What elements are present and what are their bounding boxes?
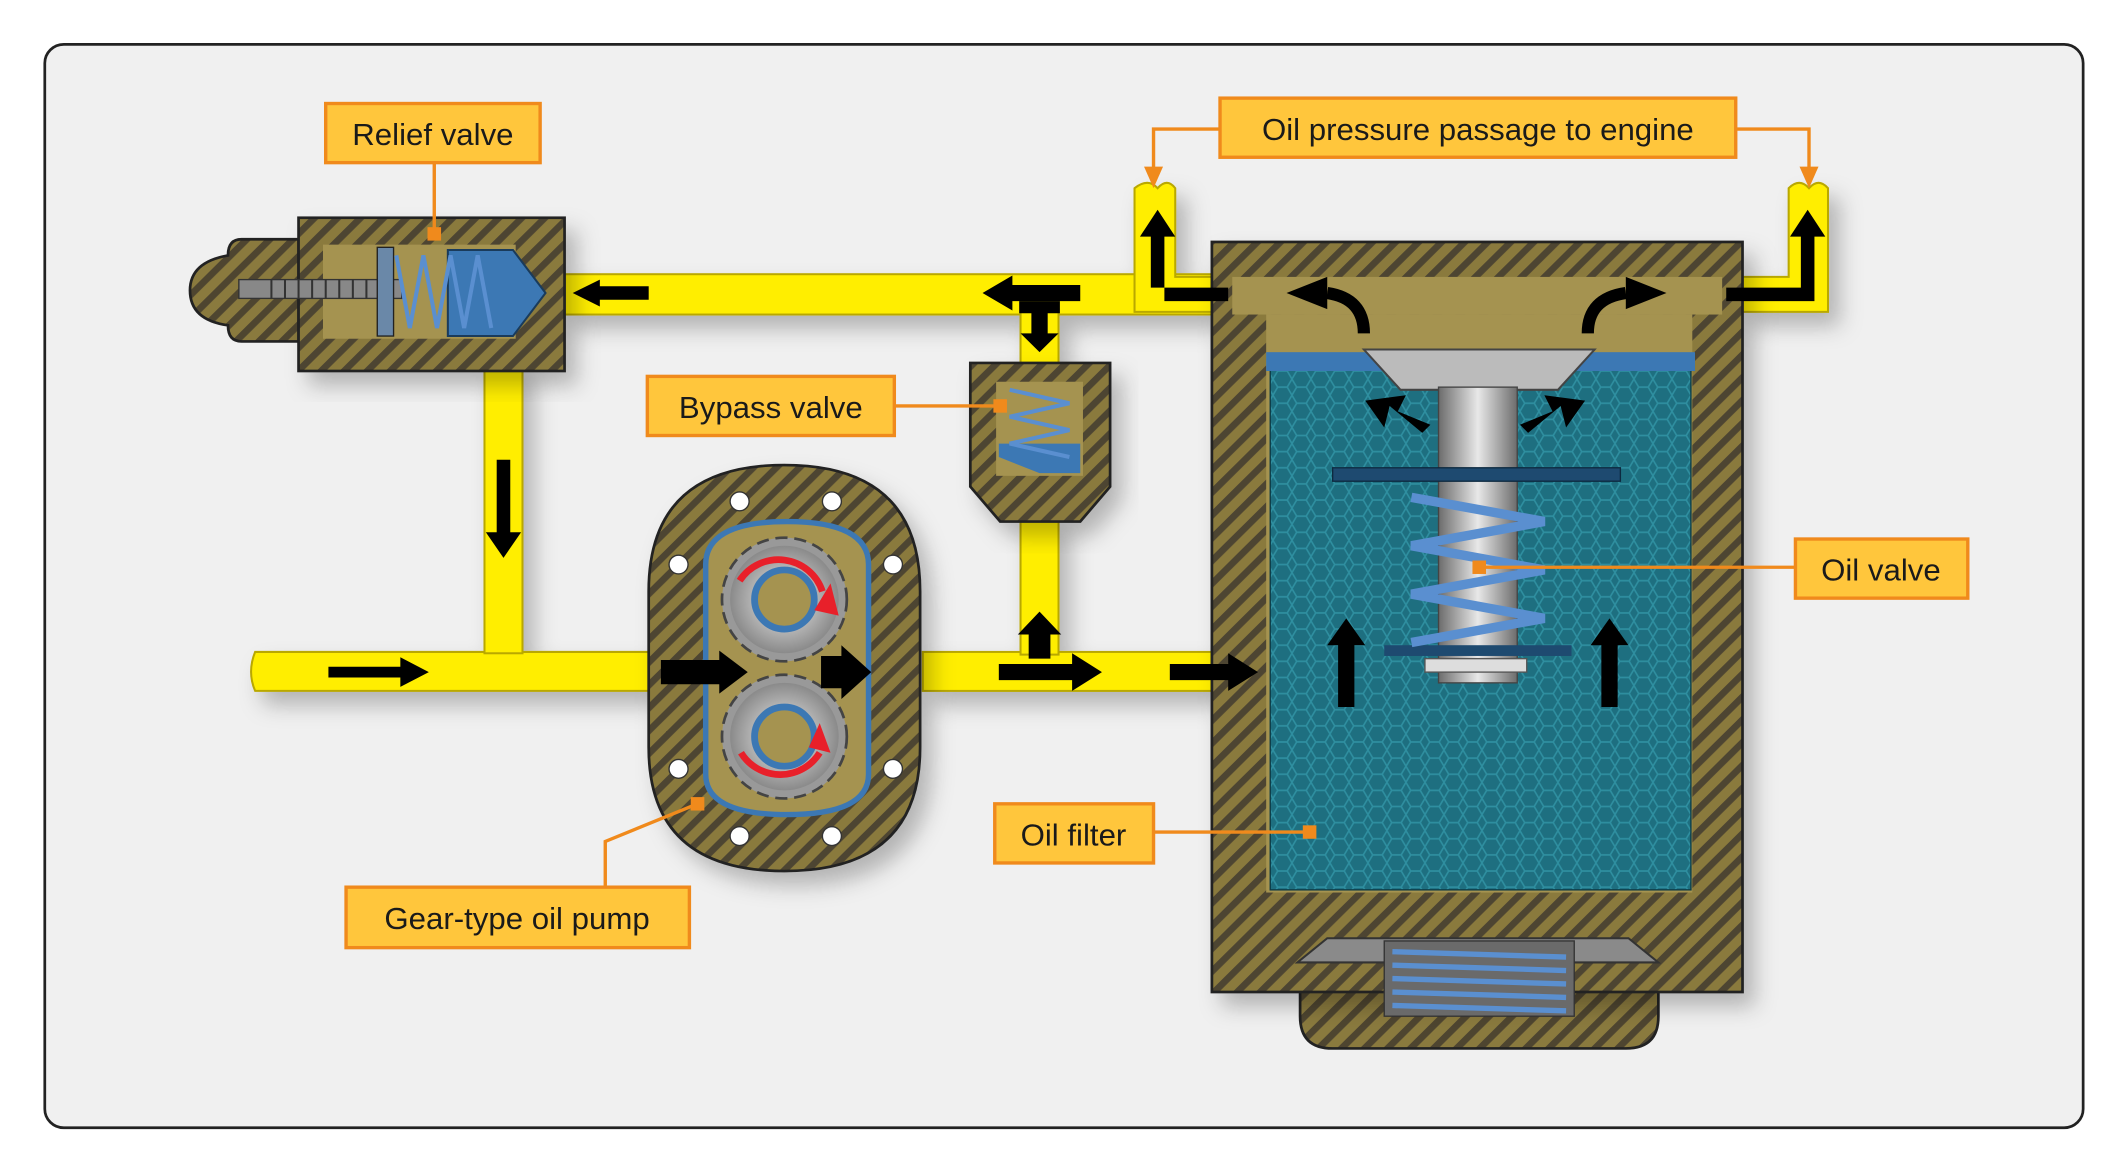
black-arrow-icon [1139, 209, 1229, 302]
leader-endpoints [427, 166, 1819, 839]
rotation-arrow-upper [736, 556, 826, 593]
black-arrow-icon [1519, 395, 1586, 433]
black-arrow-icon [821, 645, 872, 699]
callout-gear-pump: Gear-type oil pump [344, 885, 692, 950]
diagram-panel [43, 43, 2085, 1130]
callout-oil-pressure-passage: Oil pressure passage to engine [1218, 96, 1738, 159]
flow-arrows [328, 209, 1826, 708]
black-arrow-icon [1286, 276, 1328, 310]
black-arrow-icon [1017, 611, 1062, 659]
black-arrow-icon [1590, 618, 1629, 708]
rotation-arrow-lower [738, 750, 823, 778]
oil-valve-label: Oil valve [1821, 553, 1941, 588]
relief-valve [188, 216, 566, 373]
black-arrow-icon [1019, 301, 1060, 353]
callout-oil-filter: Oil filter [993, 802, 1156, 865]
oil-pressure-passage-label: Oil pressure passage to engine [1262, 112, 1694, 147]
black-arrow-icon [982, 275, 1081, 311]
callout-bypass-valve: Bypass valve [645, 374, 897, 438]
black-arrow-icon [998, 653, 1102, 691]
callout-relief-valve: Relief valve [324, 101, 542, 165]
gear-pump-label: Gear-type oil pump [384, 901, 649, 936]
gear-pump [647, 463, 922, 873]
black-arrow-icon [1169, 653, 1259, 691]
black-arrow-icon [328, 657, 429, 687]
relief-valve-label: Relief valve [352, 117, 513, 152]
lower-gear [720, 673, 849, 800]
black-arrow-icon [1365, 395, 1431, 433]
oil-filter [1210, 240, 1744, 1050]
black-arrow-icon [1327, 618, 1366, 708]
black-arrow-icon [485, 459, 522, 558]
bypass-valve-label: Bypass valve [679, 390, 863, 425]
oil-filter-label: Oil filter [1021, 818, 1127, 853]
black-arrow-icon [572, 279, 649, 307]
leader-lines [432, 127, 1811, 888]
black-arrow-icon [1625, 276, 1667, 310]
black-arrow-icon [660, 650, 748, 694]
bypass-valve [968, 361, 1112, 523]
black-arrow-icon [1726, 209, 1826, 302]
callout-oil-valve: Oil valve [1793, 537, 1970, 600]
